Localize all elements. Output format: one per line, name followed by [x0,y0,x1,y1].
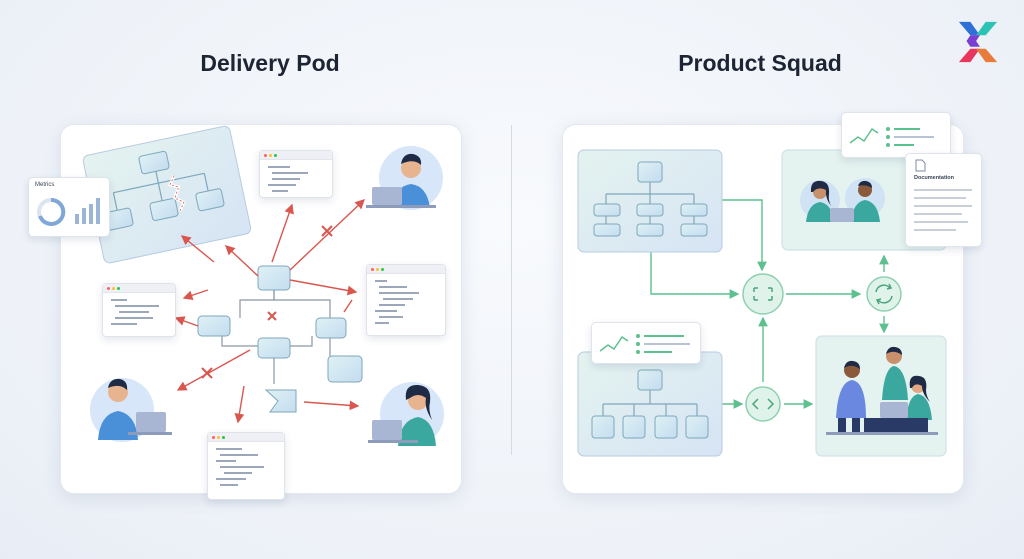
bar-chart-icon [75,198,100,224]
brand-logo-icon [958,21,998,63]
broken-link-icon [201,225,333,379]
panel-divider [511,125,512,455]
document-icon [915,159,926,172]
analytics-card-top [841,112,951,158]
left-node [197,315,231,337]
developer-avatar-bottom-left [90,378,172,442]
analytics-card-middle [591,322,701,364]
broken-org-chart-board [82,125,252,264]
lower-right-node [327,355,363,383]
sync-cycle-icon [742,273,902,315]
aligned-flow [650,199,889,409]
metrics-label: Metrics [35,182,55,188]
collaboration-team-card [815,335,947,457]
developer-avatar-bottom-right [368,382,444,446]
documentation-card: Documentation [905,153,982,247]
trend-line-icon [849,127,879,144]
developer-avatar-top-right [366,146,443,210]
code-window-right [366,264,446,336]
code-brackets-icon [745,386,781,422]
hub-node [257,265,291,291]
trend-line-icon [599,335,629,352]
flag-node [264,389,297,413]
product-squad-title: Product Squad [678,50,842,76]
central-network [221,290,331,384]
code-window-bottom [207,432,285,500]
middle-node [257,337,291,359]
code-window-left [102,283,176,337]
right-node [315,317,347,339]
delivery-pod-title: Delivery Pod [200,50,340,76]
code-window-top [259,150,333,198]
chaotic-arrows [174,199,366,424]
org-chart-bottom [577,351,723,457]
metrics-card: Metrics [28,177,110,237]
org-chart-top [577,149,723,253]
documentation-label: Documentation [914,175,955,181]
